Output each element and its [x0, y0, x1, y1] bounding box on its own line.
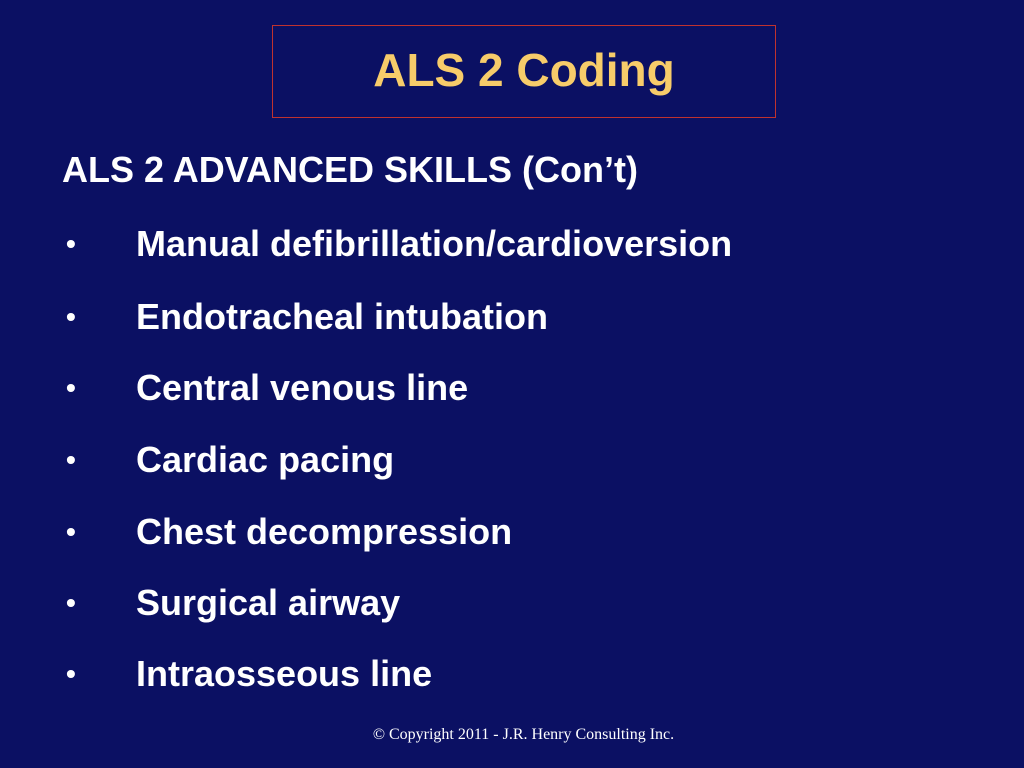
- bullet-icon: •: [66, 587, 76, 618]
- title-box: ALS 2 Coding: [272, 25, 776, 118]
- bullet-icon: •: [66, 372, 76, 403]
- bullet-text: Surgical airway: [136, 582, 401, 623]
- bullet-text: Endotracheal intubation: [136, 296, 549, 337]
- bullet-icon: •: [66, 516, 76, 547]
- slide-title: ALS 2 Coding: [373, 43, 675, 96]
- list-item: • Central venous line: [0, 370, 1024, 414]
- bullet-text: Cardiac pacing: [136, 439, 395, 480]
- bullet-icon: •: [66, 444, 76, 475]
- list-item: • Chest decompression: [0, 514, 1024, 558]
- list-item: • Cardiac pacing: [0, 442, 1024, 486]
- copyright-footer: © Copyright 2011 - J.R. Henry Consulting…: [372, 726, 675, 743]
- bullet-icon: •: [66, 301, 76, 332]
- bullet-icon: •: [66, 658, 76, 689]
- bullet-icon: •: [66, 228, 76, 259]
- list-item: • Surgical airway: [0, 585, 1024, 629]
- section-heading: ALS 2 ADVANCED SKILLS (Con’t): [62, 149, 638, 190]
- bullet-text: Central venous line: [136, 367, 469, 408]
- bullet-text: Manual defibrillation/cardioversion: [136, 223, 733, 264]
- list-item: • Intraosseous line: [0, 656, 1024, 700]
- bullet-text: Chest decompression: [136, 511, 513, 552]
- bullet-text: Intraosseous line: [136, 653, 433, 694]
- list-item: • Endotracheal intubation: [0, 299, 1024, 343]
- list-item: • Manual defibrillation/cardioversion: [0, 226, 1024, 270]
